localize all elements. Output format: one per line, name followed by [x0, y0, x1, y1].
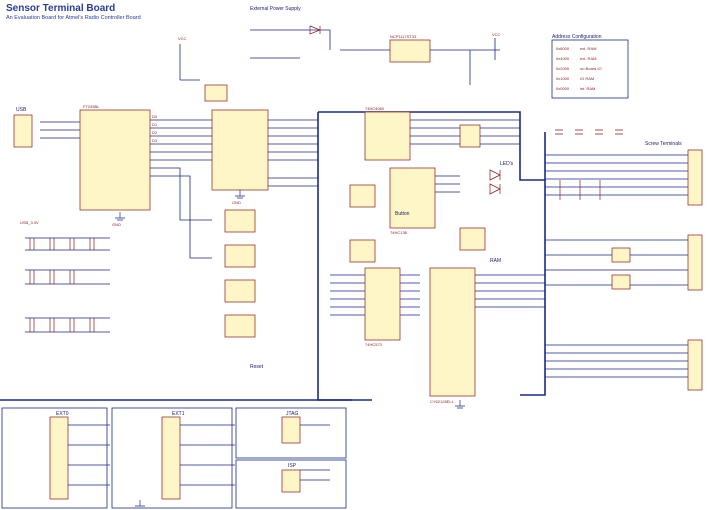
block-jtag: JTAG: [286, 411, 299, 417]
ic-mux: [389, 167, 436, 229]
part-decoder: 74HC138: [390, 230, 408, 235]
isp-frame: [235, 459, 347, 509]
address-table: 0x8000 ext. RAM 0x4000 ext. RAM 0x2000 o…: [556, 46, 602, 91]
ic-latch: [364, 111, 411, 161]
address-row-1-region: ext. RAM: [580, 56, 596, 61]
address-row-3-region: IO RAM: [580, 76, 594, 81]
block-button: Button: [395, 211, 410, 217]
net-d2: D2: [152, 130, 158, 135]
ext0-header: [49, 416, 69, 500]
jtag-frame: [235, 407, 347, 459]
address-row-3-addr: 0x1000: [556, 76, 570, 81]
screw-terminal-2: [687, 234, 703, 291]
block-address-config: Address Configuration: [552, 34, 602, 40]
ext1-header: [161, 416, 181, 500]
capacitor-row-3: [29, 318, 95, 332]
ic-small-7: [459, 227, 486, 251]
block-reset: Reset: [250, 364, 264, 370]
power-diode: [309, 25, 321, 35]
ic-usb-controller: [79, 109, 151, 211]
ic-address-latch: [364, 267, 401, 341]
part-rs: 74HC4060: [365, 106, 385, 111]
block-usb: USB: [16, 107, 27, 113]
relay-2: [611, 274, 631, 290]
address-row-2-addr: 0x2000: [556, 66, 570, 71]
capacitor-row-4: [555, 129, 623, 135]
address-table-frame: [551, 39, 629, 99]
page-title: Sensor Terminal Board: [6, 3, 116, 14]
jtag-header: [281, 416, 301, 444]
address-row-0-addr: 0x8000: [556, 46, 570, 51]
capacitor-row-2: [29, 270, 75, 284]
block-isp: ISP: [288, 463, 297, 469]
ic-small-5: [349, 184, 376, 208]
ic-small-1: [224, 209, 256, 233]
led-1: [489, 169, 501, 181]
ic-buffer-1: [211, 109, 269, 191]
ext0-frame: [1, 407, 108, 509]
address-bus: [318, 111, 545, 181]
block-ext1: EXT1: [172, 411, 185, 417]
net-gnd-1: GND: [112, 222, 121, 227]
port-bus: [520, 132, 546, 396]
block-ram: RAM: [490, 258, 501, 264]
block-leds: LED's: [500, 161, 514, 167]
ext1-frame: [111, 407, 233, 509]
ic-regulator-2: [389, 39, 431, 63]
net-gnd-2: GND: [232, 200, 241, 205]
relay-1: [611, 247, 631, 263]
net-d1: D1: [152, 122, 158, 127]
part-ram: CY62128ELL: [430, 399, 455, 404]
net-d0: D0: [152, 114, 158, 119]
part-latch: 74HC573: [365, 342, 383, 347]
resistor-network: [559, 180, 601, 200]
capacitor-row-1: [29, 238, 95, 250]
address-row-0-region: ext. RAM: [580, 46, 596, 51]
ic-small-3: [224, 279, 256, 303]
part-regulator: NCP1117ST33: [390, 34, 417, 39]
led-2: [489, 183, 501, 195]
net-vcc-1: VCC: [178, 36, 187, 41]
screw-terminal-1: [687, 149, 703, 206]
block-screw-terminals: Screw Terminals: [645, 141, 682, 147]
isp-header: [281, 469, 301, 493]
block-ext0: EXT0: [56, 411, 69, 417]
address-row-4-region: int. RAM: [580, 86, 595, 91]
ic-small-6: [349, 239, 376, 263]
address-row-1-addr: 0x4000: [556, 56, 570, 61]
ic-small-4: [224, 314, 256, 338]
address-row-2-region: on Board IO: [580, 66, 602, 71]
screw-terminal-3: [687, 339, 703, 391]
ic-regulator-1: [204, 84, 228, 102]
ic-small-2: [224, 244, 256, 268]
part-usb-controller: FT245BL: [83, 104, 100, 109]
net-usb-vcc: USB_3.3V: [20, 220, 39, 225]
page-subtitle: An Evaluation Board for Atmel's Radio Co…: [6, 15, 141, 21]
net-d3: D3: [152, 138, 158, 143]
block-ext-power: External Power Supply: [250, 6, 301, 12]
address-row-4-addr: 0x0000: [556, 86, 570, 91]
usb-connector: [13, 114, 33, 148]
ic-ram: [429, 267, 476, 397]
ic-gate-1: [459, 124, 481, 148]
net-vcc-2: VCC: [492, 32, 501, 37]
